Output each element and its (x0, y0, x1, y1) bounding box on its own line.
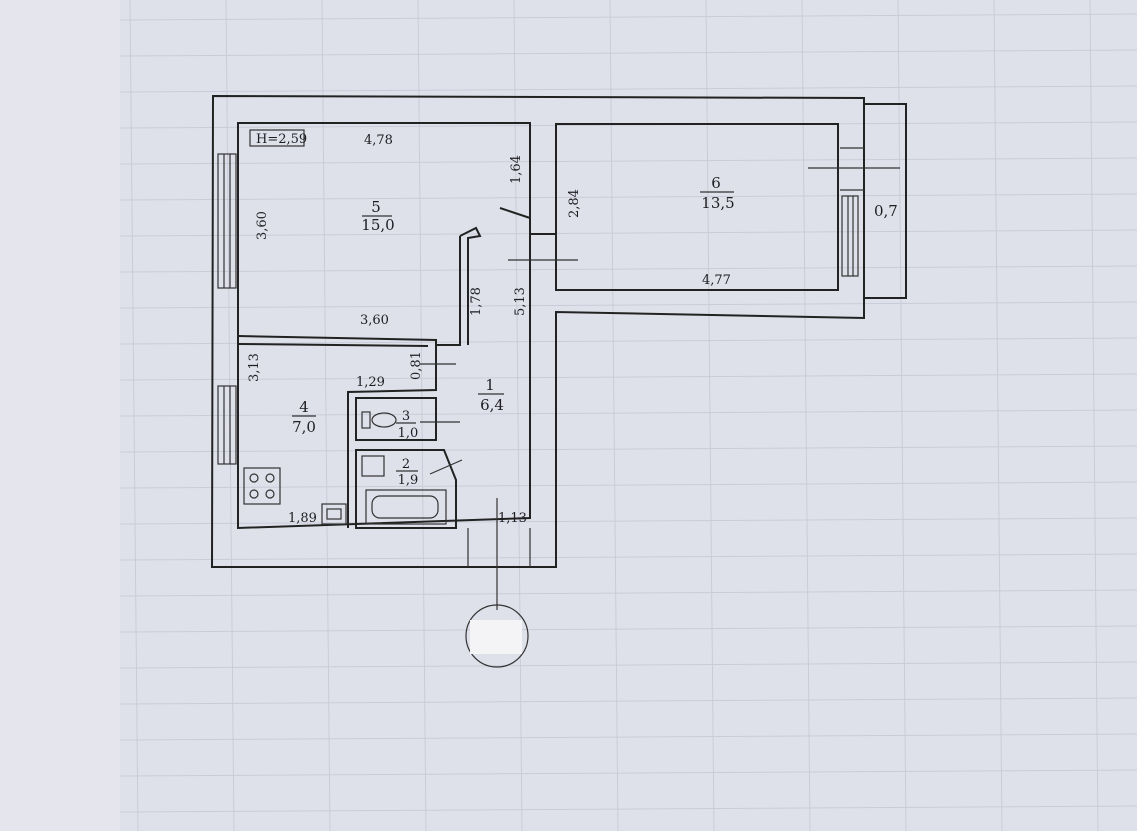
grid-line (119, 373, 1137, 381)
grid-line (119, 409, 1137, 417)
grid-line (119, 553, 1137, 561)
room-5-area: 15,0 (361, 216, 394, 234)
dim-1-89: 1,89 (288, 511, 317, 526)
grid-line (119, 265, 1137, 273)
interior-walls (237, 207, 557, 529)
grid-line (705, 0, 715, 831)
grid-line (609, 0, 619, 831)
dim-4-77: 4,77 (702, 273, 731, 288)
grid-line (1089, 0, 1099, 831)
room-4-area: 7,0 (292, 418, 316, 436)
bathtub-icon (365, 489, 447, 525)
grid-line (321, 0, 331, 831)
room-1-area: 6,4 (480, 396, 504, 414)
dim-1-78: 1,78 (469, 287, 484, 316)
ceiling-height-label: H=2,59 (256, 132, 307, 147)
grid-line (119, 589, 1137, 597)
grid-line (119, 481, 1137, 489)
kitchen-sink-icon (321, 503, 347, 525)
grid-line (119, 805, 1137, 813)
balcony (808, 103, 907, 299)
stove-icon (243, 467, 281, 505)
grid-line (119, 193, 1137, 201)
dim-3-60-horizontal: 3,60 (360, 313, 389, 328)
grid-line (897, 0, 907, 831)
grid-line (119, 229, 1137, 237)
dim-3-13: 3,13 (247, 353, 262, 382)
grid-line (513, 0, 523, 831)
background-grid (119, 0, 1137, 831)
grid-line (993, 0, 1003, 831)
grid-line (119, 13, 1137, 21)
dim-1-13: 1,13 (498, 511, 527, 526)
grid-line (119, 625, 1137, 633)
dim-2-84: 2,84 (567, 189, 582, 218)
grid-line (119, 301, 1137, 309)
dim-1-64: 1,64 (509, 155, 524, 184)
room-2-number: 2 (402, 457, 410, 472)
grid-line (119, 49, 1137, 57)
room-6-number: 6 (711, 174, 721, 192)
redacted-stamp (470, 620, 522, 654)
grid-line (119, 85, 1137, 93)
dimension-labels: 4,78 3,60 3,60 1,64 2,84 4,77 0,7 1,78 5… (247, 133, 898, 526)
room-1-number: 1 (485, 376, 495, 394)
grid-line (417, 0, 427, 831)
grid-line (119, 733, 1137, 741)
room-3-number: 3 (402, 409, 410, 424)
room-6-area: 13,5 (701, 194, 734, 212)
dim-0-7: 0,7 (874, 202, 898, 220)
bath-sink-icon (361, 455, 385, 477)
entrance (465, 498, 531, 668)
room-6-outline (555, 123, 839, 291)
grid-line (119, 697, 1137, 705)
toilet-icon (361, 411, 397, 429)
grid-line (119, 661, 1137, 669)
room-labels: 5 15,0 6 13,5 4 7,0 1 6,4 3 1,0 2 1,9 (292, 174, 735, 488)
page-margin (0, 0, 120, 831)
windows (217, 153, 859, 465)
grid-line (801, 0, 811, 831)
grid-line (119, 157, 1137, 165)
room-2-area: 1,9 (398, 473, 419, 488)
door-marks (420, 259, 578, 475)
dim-0-81: 0,81 (409, 351, 424, 380)
dim-5-13: 5,13 (513, 287, 528, 316)
room-3-area: 1,0 (398, 426, 419, 441)
dim-4-78: 4,78 (364, 133, 393, 148)
room-4-number: 4 (299, 398, 309, 416)
dim-1-29: 1,29 (356, 375, 385, 390)
grid-line (119, 517, 1137, 525)
grid-line (119, 337, 1137, 345)
room-5-number: 5 (371, 198, 381, 216)
grid-line (119, 769, 1137, 777)
dim-3-60-vertical: 3,60 (255, 211, 270, 240)
grid-line (119, 445, 1137, 453)
outer-walls (210, 94, 865, 568)
ceiling-height-box (249, 129, 305, 147)
